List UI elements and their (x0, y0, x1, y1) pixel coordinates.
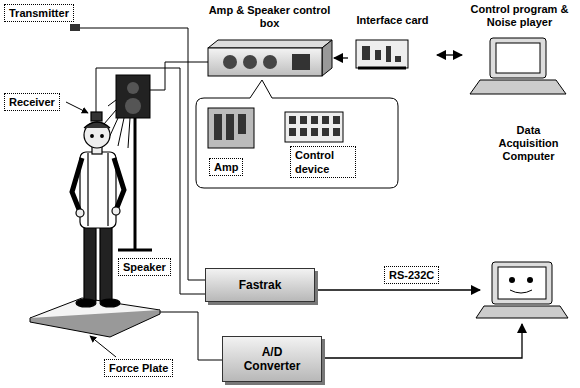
connector-arrow (334, 57, 348, 58)
callout-label: Control device (290, 146, 356, 178)
control-device-pins (289, 116, 340, 136)
process-box: A/D Converter (222, 336, 322, 382)
force-plate-edge (30, 310, 160, 337)
callout-bubble (196, 80, 398, 188)
node-text: Amp & Speaker control box (205, 4, 334, 30)
computer-box: Control program & Noise player (462, 3, 577, 97)
node-text: Force Plate (109, 361, 168, 375)
amp-box-illustration (208, 40, 332, 76)
node-text: Data Acquisition Computer (489, 124, 569, 163)
callout-label: Force Plate (104, 359, 173, 377)
callout-label: Receiver (4, 93, 60, 111)
receiver-device (91, 112, 102, 121)
node-text: Speaker (123, 260, 166, 274)
node-text: Transmitter (9, 6, 69, 20)
node-text: Amp (214, 160, 238, 174)
node-text: Receiver (9, 95, 55, 109)
device-box: Interface card (348, 14, 437, 72)
node-text: Interface card (348, 14, 437, 27)
interface-card-illustration (356, 40, 408, 68)
node-text: A/D Converter (236, 345, 308, 373)
computer-icon (470, 38, 566, 94)
transmitter-device (70, 24, 80, 31)
callout-label: Amp (209, 158, 243, 176)
node-text: Fastrak (239, 278, 282, 292)
callout-label: Transmitter (4, 4, 74, 22)
connector-arrow (437, 54, 462, 55)
leader-line (90, 336, 116, 357)
subject-figure (72, 112, 124, 307)
device-box: Amp & Speaker control box (205, 4, 334, 78)
connector-arrow (315, 289, 480, 290)
node-text: Control device (295, 148, 351, 176)
connector-arrow (322, 324, 522, 358)
leader-line (66, 102, 88, 113)
computer-icon (476, 262, 568, 318)
process-box: Fastrak (205, 268, 315, 302)
node-text: Control program & Noise player (462, 3, 577, 29)
edge-label: RS-232C (384, 266, 439, 284)
callout-label: Speaker (118, 258, 171, 276)
computer-box: Data Acquisition Computer (480, 124, 577, 324)
